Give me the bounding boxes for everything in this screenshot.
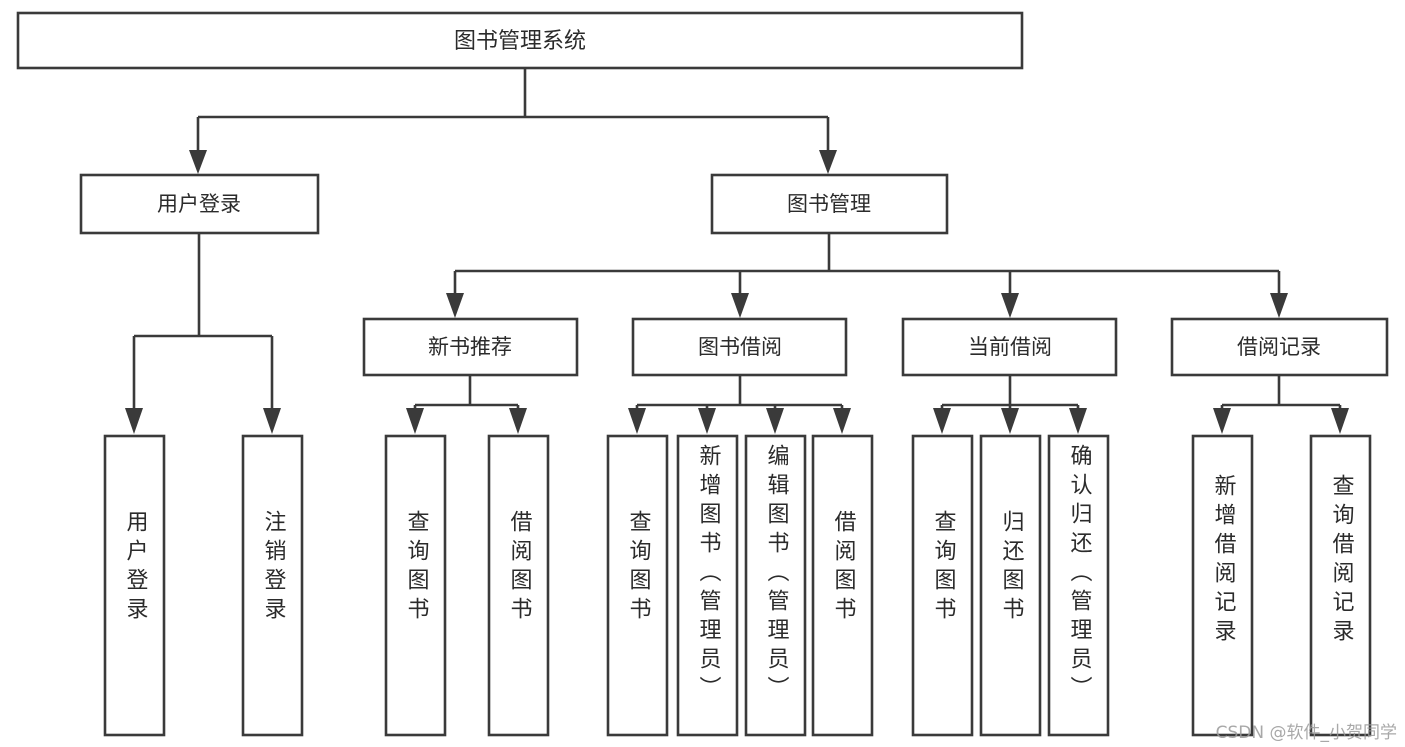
node-current-borrow[interactable]: 当前借阅 — [901, 317, 1118, 377]
node-label: 借阅记录 — [1237, 335, 1321, 359]
node-label: 用户登录 — [157, 192, 241, 216]
arrow-head-icon — [628, 408, 646, 434]
arrow-head-icon — [833, 408, 851, 434]
connector-book-borrow-to-leaves — [628, 375, 851, 434]
node-user-login[interactable]: 用户登录 — [79, 173, 320, 235]
leaf-box-user-login-logout[interactable] — [241, 434, 304, 737]
node-box — [1170, 317, 1389, 377]
arrow-head-icon — [263, 408, 281, 434]
leaf-box-bookborrow-edit[interactable] — [744, 434, 807, 737]
node-borrow-record[interactable]: 借阅记录 — [1170, 317, 1389, 377]
arrow-head-icon — [1001, 293, 1019, 318]
arrow-head-icon — [933, 408, 951, 434]
connector-new-book-to-leaves — [406, 375, 527, 434]
arrow-head-icon — [446, 293, 464, 318]
leaf-box-newbook-borrow[interactable] — [487, 434, 550, 737]
node-box — [16, 11, 1024, 70]
arrow-head-icon — [125, 408, 143, 434]
connector-current-borrow-to-leaves — [933, 375, 1087, 434]
node-new-book-recommend[interactable]: 新书推荐 — [362, 317, 579, 377]
watermark-text: CSDN @软件_小贺同学 — [1215, 723, 1397, 743]
arrow-head-icon — [189, 150, 207, 174]
node-label: 图书管理 — [787, 192, 871, 216]
arrow-head-icon — [766, 408, 784, 434]
arrow-head-icon — [509, 408, 527, 434]
connector-root-to-level2 — [189, 68, 837, 174]
node-box — [362, 317, 579, 377]
connector-book-manage-to-level3 — [446, 233, 1288, 318]
leaf-box-currentborrow-confirm[interactable] — [1047, 434, 1110, 737]
node-box — [79, 173, 320, 235]
node-book-management[interactable]: 图书管理 — [710, 173, 949, 235]
leaf-box-bookborrow-query[interactable] — [606, 434, 669, 737]
leaf-box-bookborrow-add[interactable] — [676, 434, 739, 737]
node-label: 当前借阅 — [968, 335, 1052, 359]
node-book-borrow[interactable]: 图书借阅 — [631, 317, 848, 377]
arrow-head-icon — [819, 150, 837, 174]
arrow-head-icon — [698, 408, 716, 434]
arrow-head-icon — [1069, 408, 1087, 434]
node-label: 图书管理系统 — [454, 29, 586, 54]
arrow-head-icon — [1331, 408, 1349, 434]
node-box — [631, 317, 848, 377]
connector-user-login-to-leaves — [125, 233, 281, 434]
arrow-head-icon — [731, 293, 749, 318]
leaf-box-currentborrow-return[interactable] — [979, 434, 1042, 737]
arrow-head-icon — [1270, 293, 1288, 318]
leaf-box-user-login-login[interactable] — [103, 434, 166, 737]
leaf-box-newbook-query[interactable] — [384, 434, 447, 737]
connector-borrow-record-to-leaves — [1213, 375, 1349, 434]
node-root-book-management-system[interactable]: 图书管理系统 — [16, 11, 1024, 70]
leaf-box-record-query[interactable] — [1309, 434, 1372, 737]
node-label: 图书借阅 — [698, 335, 782, 359]
arrow-head-icon — [1001, 408, 1019, 434]
arrow-head-icon — [1213, 408, 1231, 434]
arrow-head-icon — [406, 408, 424, 434]
node-box — [901, 317, 1118, 377]
leaf-box-bookborrow-borrow[interactable] — [811, 434, 874, 737]
leaf-box-record-add[interactable] — [1191, 434, 1254, 737]
node-label: 新书推荐 — [428, 335, 512, 359]
node-box — [710, 173, 949, 235]
leaf-box-currentborrow-query[interactable] — [911, 434, 974, 737]
